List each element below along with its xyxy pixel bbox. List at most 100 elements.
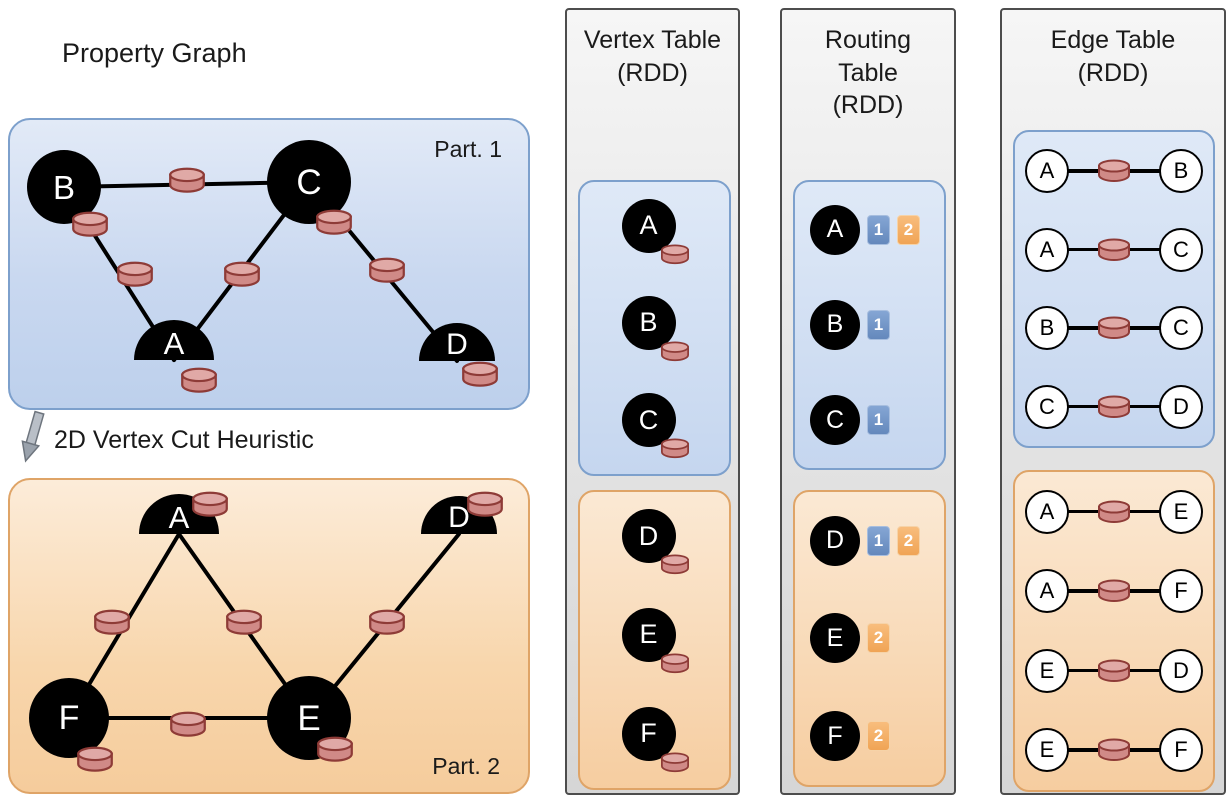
edge-src-node: A: [1025, 489, 1069, 534]
vertex-label: C: [296, 162, 322, 202]
routing-table-partition-1: A 1 2 B 1 C 1: [793, 180, 946, 470]
vertex-label: D: [825, 526, 845, 555]
vertex-node: A: [621, 198, 676, 253]
edge-dst-node: F: [1159, 728, 1203, 773]
routing-table-title: Routing Table (RDD): [782, 24, 954, 122]
edge-property-cylinder-icon: [94, 609, 130, 635]
edge-property-cylinder-icon: [369, 609, 405, 635]
edge-src-node: C: [1025, 384, 1069, 429]
property-cylinder-icon: [660, 752, 689, 772]
property-cylinder-icon: [660, 653, 689, 674]
edge-dst-node: E: [1159, 489, 1203, 534]
routing-entry: E 2: [795, 613, 944, 664]
edge-property-cylinder-icon: [1098, 238, 1130, 261]
vertex-property-cylinder-icon: [72, 211, 108, 237]
vertex-label: A: [1039, 236, 1055, 262]
edge-table-title: Edge Table (RDD): [1002, 24, 1224, 89]
vertex-cut-heuristic-label: 2D Vertex Cut Heuristic: [54, 426, 314, 454]
vertex-label: A: [168, 500, 190, 535]
edge-row: A E: [1025, 488, 1203, 536]
vertex-property-cylinder-icon: [181, 367, 217, 393]
vertex-label: D: [638, 520, 659, 551]
partition-badge: 1: [867, 214, 890, 245]
edge-property-cylinder-icon: [170, 711, 206, 737]
partition-1-box: Part. 1 B C A D: [8, 118, 530, 410]
graph-vertex-b: B: [27, 150, 101, 224]
vertex-label: A: [1039, 158, 1055, 184]
edge-src-node: A: [1025, 227, 1069, 272]
vertex-label: E: [826, 623, 844, 652]
vertex-label: B: [639, 307, 658, 338]
property-cylinder-icon: [660, 341, 689, 362]
vertex-label: C: [1173, 315, 1189, 341]
vertex-label: B: [1039, 315, 1055, 341]
edge-row: A B: [1025, 147, 1203, 195]
edge-property-cylinder-icon: [169, 167, 205, 193]
vertex-table-partition-1: A B C: [578, 180, 731, 476]
routing-entry: C 1: [795, 395, 944, 446]
vertex-table-subtitle: (RDD): [617, 58, 688, 87]
vertex-label: F: [58, 699, 80, 737]
vertex-label: A: [1039, 578, 1055, 604]
edge-property-cylinder-icon: [1098, 579, 1130, 603]
edge-property-cylinder-icon: [1098, 316, 1130, 340]
property-cylinder-icon: [660, 438, 689, 459]
vertex-table-title-line: Vertex Table: [583, 26, 722, 54]
edge-row: A F: [1025, 567, 1203, 615]
edge-property-cylinder-icon: [1098, 395, 1130, 418]
edge-src-node: E: [1025, 728, 1069, 773]
edge-src-node: A: [1025, 149, 1069, 194]
vertex-label: E: [297, 698, 321, 738]
vertex-node: F: [810, 711, 860, 762]
edge-table-subtitle: (RDD): [1077, 58, 1149, 87]
partition-badge: 2: [867, 721, 890, 752]
edge-property-cylinder-icon: [226, 609, 262, 635]
vertex-label: F: [827, 721, 843, 750]
partition-badge: 2: [867, 623, 890, 654]
property-cylinder-icon: [660, 244, 689, 264]
graph-vertex-f: F: [29, 678, 109, 758]
vertex-label: E: [639, 619, 658, 650]
vertex-property-cylinder-icon: [192, 491, 228, 517]
vertex-node: A: [810, 204, 860, 255]
edge-row: A C: [1025, 226, 1203, 274]
edge-row: E F: [1025, 726, 1203, 774]
vertex-table-item: D: [621, 509, 689, 575]
partition-2-label: Part. 2: [432, 753, 500, 779]
vertex-label: A: [1039, 498, 1055, 524]
vertex-table-item: C: [621, 393, 689, 459]
edge-src-node: E: [1025, 648, 1069, 693]
vertex-table-item: A: [621, 198, 689, 264]
routing-table-title-line: Routing: [824, 26, 912, 54]
partition-badge: 1: [867, 525, 890, 556]
edge-row: C D: [1025, 383, 1203, 431]
edge-dst-node: C: [1159, 227, 1203, 272]
edge-table-partition-2: A E A F E D E F: [1013, 470, 1215, 792]
routing-table-title-line: Table: [838, 58, 898, 87]
vertex-table-item: E: [621, 607, 689, 674]
vertex-label: E: [1039, 657, 1055, 683]
vertex-label: A: [163, 326, 185, 361]
routing-table-subtitle: (RDD): [832, 91, 904, 119]
routing-entry: D 1 2: [795, 515, 944, 566]
vertex-label: A: [639, 210, 658, 241]
edge-row: B C: [1025, 304, 1203, 352]
routing-table-partition-2: D 1 2 E 2 F 2: [793, 490, 946, 787]
edge-property-cylinder-icon: [369, 257, 405, 283]
edge-property-cylinder-icon: [1098, 738, 1130, 762]
routing-entry: B 1: [795, 299, 944, 350]
vertex-node: E: [810, 613, 860, 664]
property-graph-title: Property Graph: [62, 38, 247, 68]
edge-dst-node: D: [1159, 648, 1203, 693]
vertex-label: C: [638, 404, 659, 435]
routing-entry: F 2: [795, 711, 944, 762]
down-arrow-icon: [21, 410, 45, 463]
edge-dst-node: C: [1159, 306, 1203, 351]
partition-badge: 2: [897, 214, 920, 245]
edge-dst-node: B: [1159, 149, 1203, 194]
vertex-property-cylinder-icon: [316, 209, 352, 235]
partition-badge: 1: [867, 309, 890, 340]
partition-2-box: Part. 2 A D F E: [8, 478, 530, 794]
vertex-property-cylinder-icon: [317, 736, 353, 762]
vertex-node: B: [810, 299, 860, 350]
